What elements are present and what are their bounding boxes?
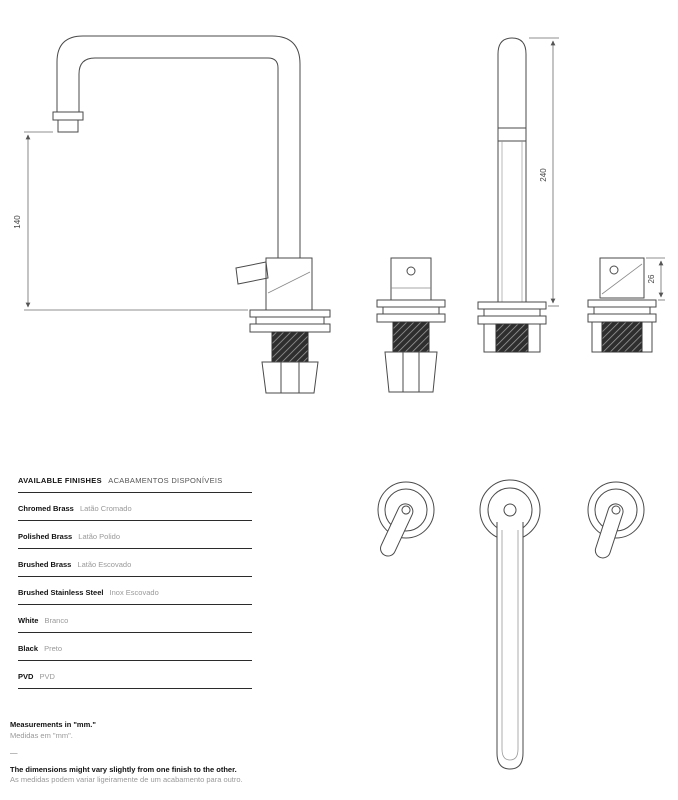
dimension-handle-height: 26 — [646, 257, 665, 301]
valve-mounting-nut-front — [591, 321, 653, 353]
dimension-total-height: 240 — [529, 37, 559, 307]
finish-row-black: Black Preto — [18, 633, 252, 661]
handle-top-view-left-drawing — [377, 481, 435, 557]
valve-cartridge-side-drawing — [376, 257, 446, 393]
footer-notes: Measurements in "mm." Medidas em "mm". —… — [10, 720, 243, 786]
finish-name-en: Brushed Stainless Steel — [18, 588, 104, 597]
measurements-note-en: Measurements in "mm." — [10, 720, 96, 729]
mounting-nut — [261, 361, 319, 394]
faucet-side-view-drawing — [52, 35, 331, 394]
deck-flange — [249, 309, 331, 333]
finishes-header: AVAILABLE FINISHES ACABAMENTOS DISPONÍVE… — [18, 468, 252, 493]
finish-row-white: White Branco — [18, 605, 252, 633]
finish-row-chromed-brass: Chromed Brass Latão Cromado — [18, 493, 252, 521]
aerator-tip — [52, 111, 84, 133]
finish-name-pt: Branco — [44, 616, 69, 625]
handle-lever-side — [235, 261, 269, 285]
finish-row-pvd: PVD PVD — [18, 661, 252, 689]
threaded-shank — [271, 331, 309, 363]
finish-row-polished-brass: Polished Brass Latão Polido — [18, 521, 252, 549]
finish-name-en: Polished Brass — [18, 532, 73, 541]
dimension-label-240: 240 — [539, 168, 548, 182]
finish-row-brushed-stainless-steel: Brushed Stainless Steel Inox Escovado — [18, 577, 252, 605]
finishes-header-pt: ACABAMENTOS DISPONÍVEIS — [108, 476, 223, 485]
mounting-nut-front — [483, 323, 541, 353]
dimension-spout-height: 140 — [13, 131, 248, 311]
finish-name-pt: Preto — [44, 644, 63, 653]
valve-flange — [376, 299, 446, 323]
finish-row-brushed-brass: Brushed Brass Latão Escovado — [18, 549, 252, 577]
finish-name-en: White — [18, 616, 39, 625]
spout-top-view-drawing — [479, 479, 541, 770]
variation-note-en: The dimensions might vary slightly from … — [10, 764, 237, 774]
handle-top-view-right-drawing — [587, 481, 645, 559]
finish-name-pt: Inox Escovado — [109, 588, 159, 597]
variation-note-pt: As medidas podem variar ligeiramente de … — [10, 775, 243, 784]
finish-name-pt: Latão Cromado — [79, 504, 132, 513]
valve-flange-front — [587, 299, 657, 323]
finish-name-pt: PVD — [39, 672, 55, 681]
finish-name-pt: Latão Escovado — [77, 560, 132, 569]
faucet-body — [265, 257, 313, 311]
finish-name-en: Brushed Brass — [18, 560, 72, 569]
valve-cartridge-front-drawing — [587, 257, 657, 353]
deck-flange-front — [477, 301, 547, 325]
faucet-front-view-drawing — [477, 37, 547, 353]
dimension-label-26: 26 — [647, 274, 656, 283]
finish-name-en: PVD — [18, 672, 34, 681]
valve-threaded-shank — [392, 321, 430, 353]
finishes-header-en: AVAILABLE FINISHES — [18, 476, 102, 485]
finish-name-en: Chromed Brass — [18, 504, 74, 513]
notes-divider: — — [10, 748, 18, 757]
measurements-note-pt: Medidas em "mm". — [10, 730, 73, 740]
available-finishes-table: AVAILABLE FINISHES ACABAMENTOS DISPONÍVE… — [18, 468, 252, 689]
finish-name-pt: Latão Polido — [78, 532, 120, 541]
valve-mounting-nut — [384, 351, 438, 393]
finish-name-en: Black — [18, 644, 39, 653]
dimension-label-140: 140 — [13, 215, 22, 229]
